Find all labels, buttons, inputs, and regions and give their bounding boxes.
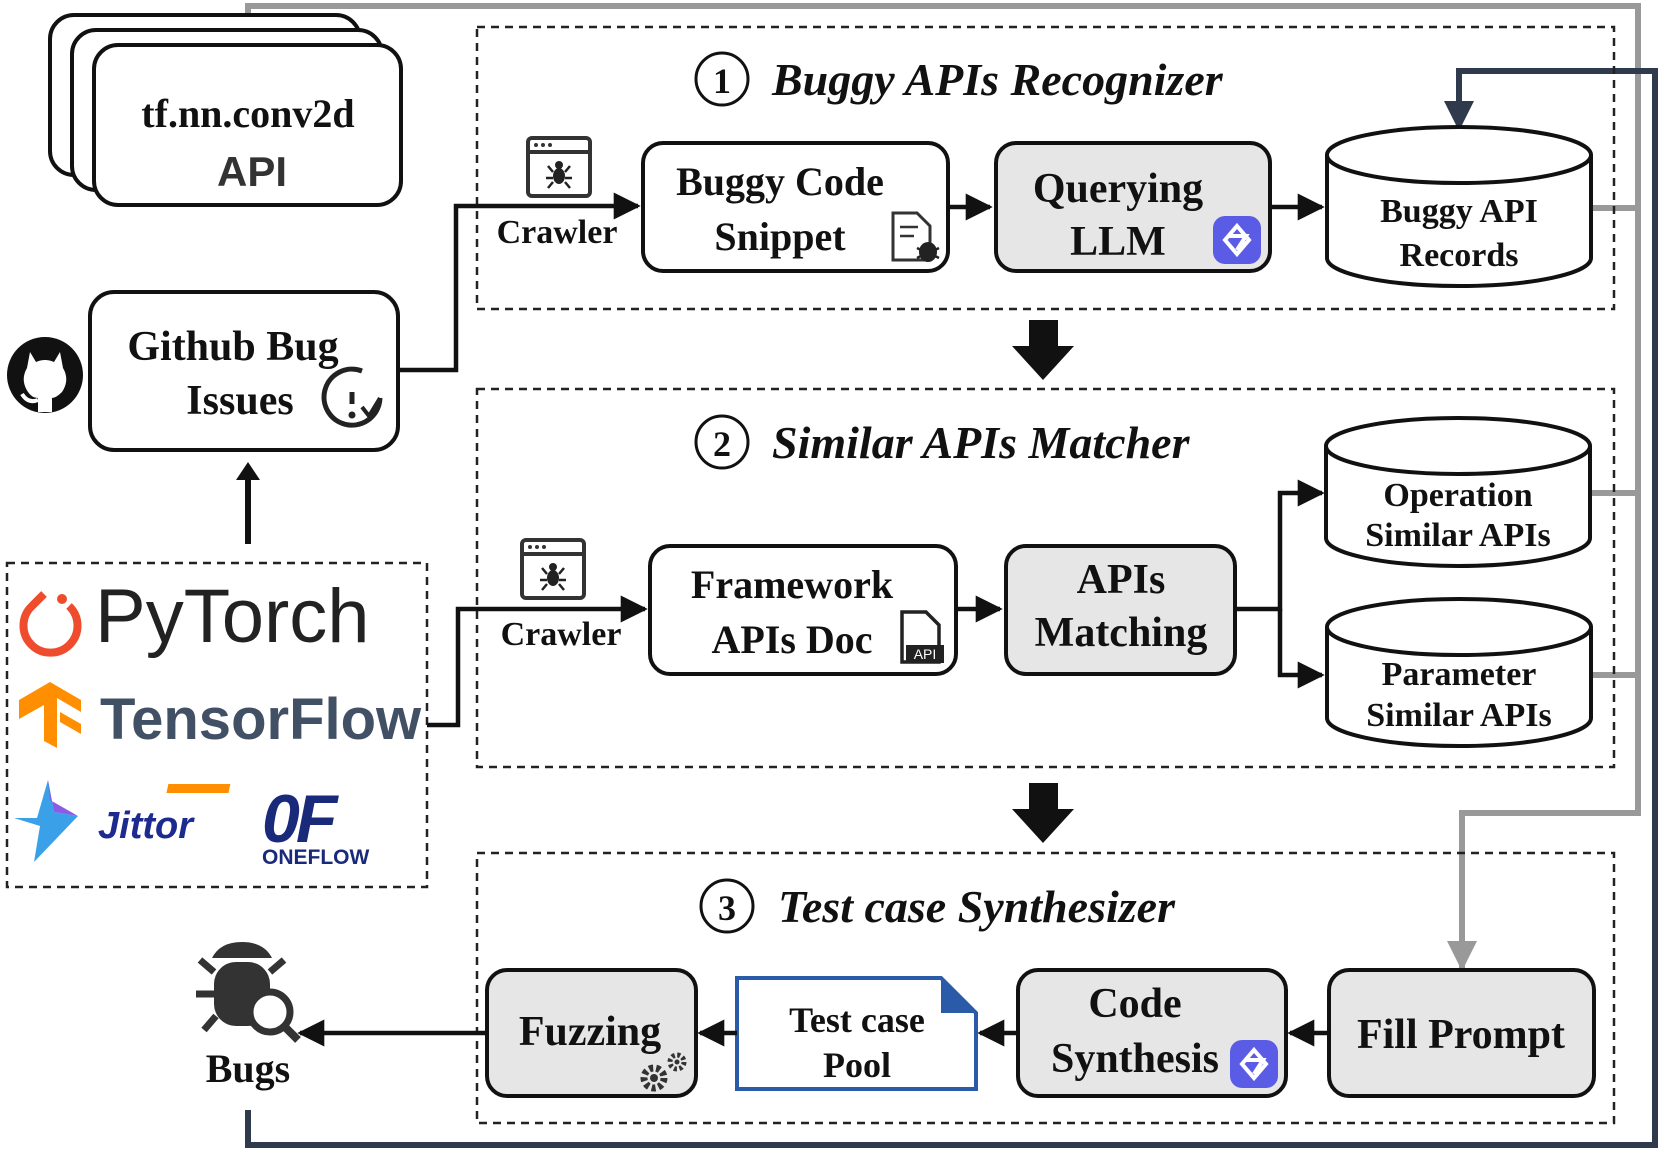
buggy-code-snippet-box: Buggy Code Snippet — [641, 141, 950, 273]
api-card-type: API — [217, 148, 287, 195]
stage1-number: 1 — [713, 61, 731, 101]
records-line1: Buggy API — [1380, 193, 1538, 230]
github-box-line2: Issues — [186, 378, 293, 424]
issue-icon — [321, 366, 383, 428]
code-synthesis-box: Code Synthesis — [1016, 968, 1288, 1098]
llm-logo-icon — [1230, 1040, 1278, 1088]
fuzzing-label: Fuzzing — [519, 1009, 661, 1055]
stage1-panel: 1 Buggy APIs Recognizer — [475, 25, 1616, 311]
tensorflow-logo-icon — [19, 682, 81, 748]
gray-to-fill-prompt-line — [1447, 55, 1641, 971]
framework-apis-doc-box: Framework APIs Doc API — [648, 544, 958, 676]
matching-branch-line-lower — [1277, 609, 1325, 689]
api-badge: API — [914, 646, 937, 662]
synthesis-line1: Code — [1088, 981, 1181, 1027]
querying-line1: Querying — [1033, 166, 1203, 212]
parameter-line1: Parameter — [1382, 656, 1537, 693]
oneflow-label: ONEFLOW — [262, 846, 369, 869]
gear-icon — [640, 1052, 687, 1092]
stage1-crawler-label: Crawler — [497, 214, 618, 251]
matching-branch-line — [1235, 479, 1325, 612]
synthesis-line2: Synthesis — [1051, 1036, 1219, 1082]
jittor-label: Jittor — [98, 805, 195, 847]
stage3-number: 3 — [718, 888, 736, 928]
querying-line2: LLM — [1070, 219, 1166, 265]
test-case-pool-box: Test case Pool — [735, 976, 978, 1091]
buggy-code-line2: Snippet — [714, 214, 846, 259]
api-card-name: tf.nn.conv2d — [141, 91, 354, 136]
matching-line1: APIs — [1077, 557, 1166, 603]
records-line2: Records — [1400, 237, 1519, 274]
fill-prompt-box: Fill Prompt — [1327, 968, 1596, 1098]
apis-matching-box: APIs Matching — [1004, 544, 1237, 676]
matching-line2: Matching — [1035, 610, 1208, 656]
oneflow-mark: 0F — [262, 781, 339, 857]
operation-similar-apis-db: Operation Similar APIs — [1324, 416, 1592, 568]
fuzzing-box: Fuzzing — [485, 968, 698, 1098]
stage2-number: 2 — [713, 424, 731, 464]
stage3-title: Test case Synthesizer — [778, 881, 1176, 932]
stage2-title: Similar APIs Matcher — [772, 417, 1191, 468]
stage2-panel: 2 Similar APIs Matcher — [475, 387, 1616, 769]
pool-line2: Pool — [823, 1045, 891, 1085]
frameworks-to-stage2-line — [427, 595, 648, 728]
github-icon — [7, 337, 83, 413]
llm-logo-icon — [1213, 216, 1261, 264]
gray-feedback-line — [245, 3, 1641, 55]
operation-line1: Operation — [1383, 477, 1532, 514]
stage1-title: Buggy APIs Recognizer — [771, 54, 1224, 105]
pytorch-logo-icon — [19, 591, 82, 657]
operation-line2: Similar APIs — [1365, 517, 1550, 554]
parameter-line2: Similar APIs — [1366, 697, 1551, 734]
querying-llm-box: Querying LLM — [994, 141, 1272, 273]
pytorch-label: PyTorch — [95, 574, 370, 659]
parameter-similar-apis-db: Parameter Similar APIs — [1325, 597, 1593, 748]
pool-line1: Test case — [789, 1000, 925, 1040]
framework-doc-line2: APIs Doc — [711, 617, 872, 662]
stage2-to-stage3-arrow — [1012, 783, 1074, 843]
github-box-line1: Github Bug — [127, 324, 338, 370]
api-file-icon: API — [900, 610, 944, 664]
github-bug-issues-box: Github Bug Issues — [88, 290, 400, 452]
bugs-label: Bugs — [206, 1046, 291, 1091]
stage1-to-stage2-arrow — [1012, 320, 1074, 380]
tensorflow-label: TensorFlow — [100, 687, 422, 752]
fill-prompt-label: Fill Prompt — [1357, 1012, 1565, 1058]
stage2-crawler-label: Crawler — [501, 616, 622, 653]
browser-spider-icon — [520, 538, 586, 600]
buggy-code-line1: Buggy Code — [676, 159, 884, 204]
framework-doc-line1: Framework — [691, 562, 894, 607]
dark-feedback-line — [245, 68, 1658, 1148]
github-to-stage1-line — [398, 192, 641, 373]
bug-document-icon — [891, 211, 940, 262]
api-cards: tf.nn.conv2d API — [48, 13, 403, 207]
browser-spider-icon — [526, 136, 592, 198]
buggy-api-records-db: Buggy API Records — [1325, 125, 1593, 288]
stage3-panel: 3 Test case Synthesizer — [475, 851, 1616, 1125]
frameworks-panel: PyTorch TensorFlow Jittor 0F ONEFLOW — [5, 561, 429, 889]
jittor-logo-icon — [14, 780, 78, 862]
bug-search-icon — [196, 942, 301, 1043]
oneflow-logo-icon: 0F — [166, 781, 343, 857]
